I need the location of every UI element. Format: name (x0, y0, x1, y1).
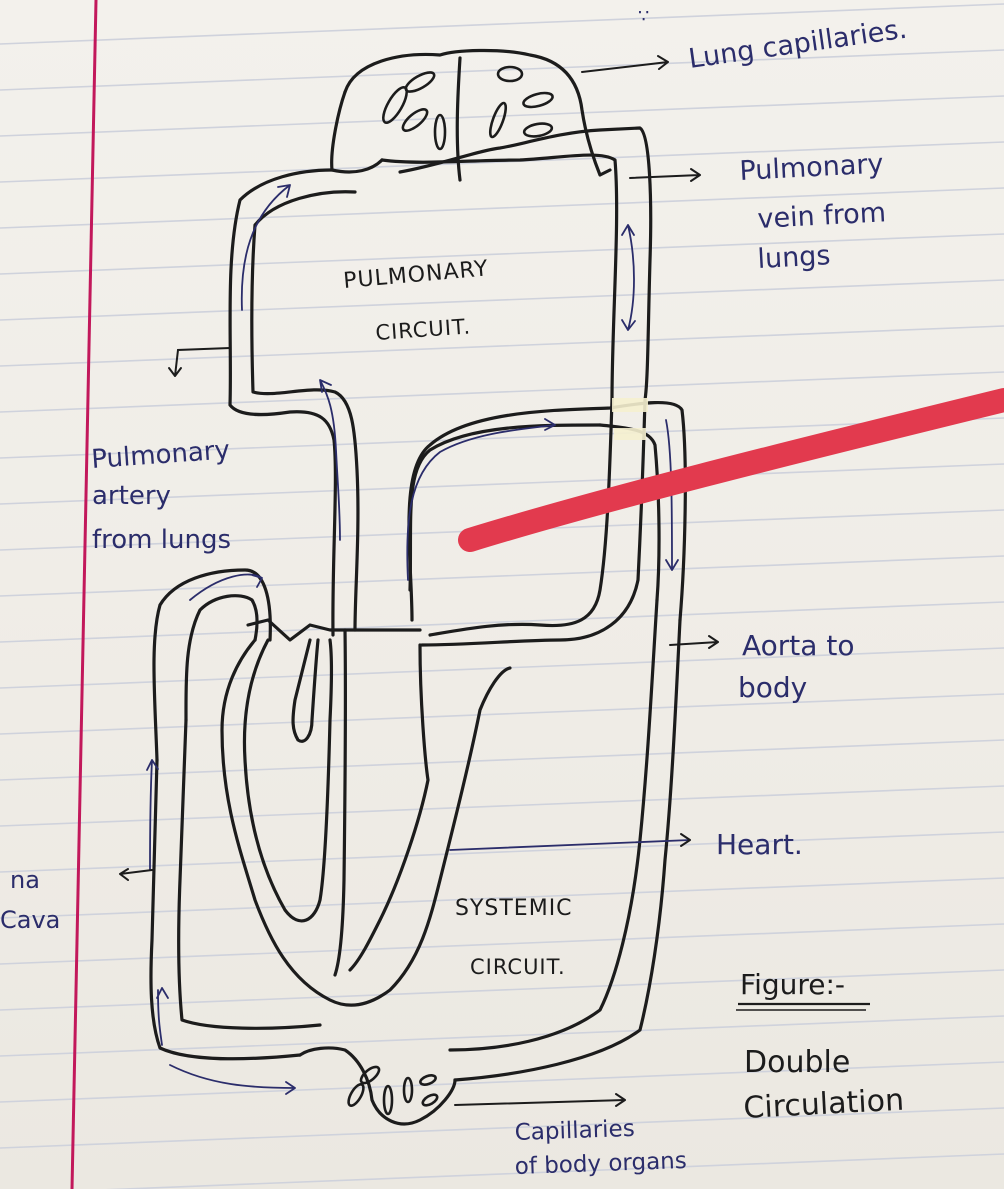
right-ventricle (244, 640, 331, 921)
flow-arrow-aortic-arch (407, 419, 555, 580)
tape-patch-2 (614, 428, 646, 440)
lung-capillary-oval-8 (523, 122, 553, 139)
vena-cava-outer-upper (154, 570, 270, 760)
ruled-line (0, 1016, 1004, 1056)
label-pulmonary-circuit-line2: CIRCUIT. (375, 314, 472, 345)
ruled-lines (0, 4, 1004, 1189)
body-capillary-oval-1 (346, 1082, 367, 1108)
heart-outer-wall (222, 640, 510, 1005)
lung-capillary-oval-6 (522, 90, 554, 109)
label-lung-capillaries: Lung capillaries. (687, 14, 909, 75)
figure-caption-line1: Double (744, 1045, 850, 1080)
label-aorta-line2: body (738, 671, 807, 704)
body-capillary-oval-6 (421, 1093, 439, 1108)
vena-cava-leader (120, 869, 152, 880)
ruled-line (0, 280, 1004, 320)
label-body-capillaries-line2: of body organs (514, 1148, 687, 1180)
flow-arrow-pulmonary-vein (622, 225, 635, 330)
label-pulmonary-artery-line2: artery (92, 481, 171, 511)
vena-cava-inner-lower (179, 720, 320, 1028)
label-pulmonary-circuit-line1: PULMONARY (342, 256, 489, 294)
figure-caption-line2: Circulation (743, 1083, 905, 1126)
body-capillaries-leader (455, 1094, 625, 1106)
ruled-line (0, 1154, 1004, 1189)
pulmonary-vein-leader (630, 169, 700, 181)
ruled-line (0, 372, 1004, 412)
lung-capillary-bed-bottom (332, 92, 382, 172)
label-body-capillaries-line1: Capillaries (514, 1116, 635, 1146)
label-systemic-circuit-line1: SYSTEMIC (455, 896, 573, 921)
tape-patch-1 (612, 398, 648, 412)
ruled-line (0, 234, 1004, 274)
label-vena-cava-line1: na (10, 866, 40, 894)
label-pulmonary-artery-line1: Pulmonary (90, 435, 230, 475)
label-vena-cava-line2: Cava (0, 906, 60, 934)
label-pulmonary-vein-line1: Pulmonary (739, 148, 884, 186)
label-aorta-line1: Aorta to (742, 629, 854, 662)
flow-arrow-vena-cava-low (157, 988, 168, 1045)
label-pulmonary-vein-line3: lungs (757, 240, 831, 275)
top-partial-text: ∵ (638, 6, 649, 27)
lung-capillary-oval-7 (487, 101, 509, 138)
ruled-line (0, 326, 1004, 366)
left-ventricle-wall (350, 645, 428, 970)
ruled-line (0, 694, 1004, 734)
aorta-inner-down (450, 600, 657, 1050)
lung-capillary-oval-4 (435, 115, 445, 149)
septum-left (335, 630, 345, 975)
body-capillary-bed-bottom (300, 1048, 455, 1124)
label-pulmonary-artery-line3: from lungs (92, 525, 231, 555)
label-systemic-circuit-line2: CIRCUIT. (470, 955, 566, 979)
lung-capillaries-leader (582, 56, 668, 72)
body-capillary-oval-4 (404, 1078, 412, 1102)
ruled-line (0, 96, 1004, 136)
label-heart: Heart. (716, 828, 803, 861)
red-highlight-stroke (470, 400, 1004, 540)
right-atrium (293, 640, 318, 741)
ruled-line (0, 556, 1004, 596)
body-capillary-oval-3 (384, 1086, 392, 1114)
flow-arrow-pulmonary-artery (320, 380, 340, 540)
pulmonary-artery-leader (169, 348, 230, 376)
figure-heading: Figure:- (740, 968, 845, 1001)
flow-arrow-capillary-return (170, 1065, 295, 1094)
label-pulmonary-vein-line2: vein from (757, 197, 887, 235)
